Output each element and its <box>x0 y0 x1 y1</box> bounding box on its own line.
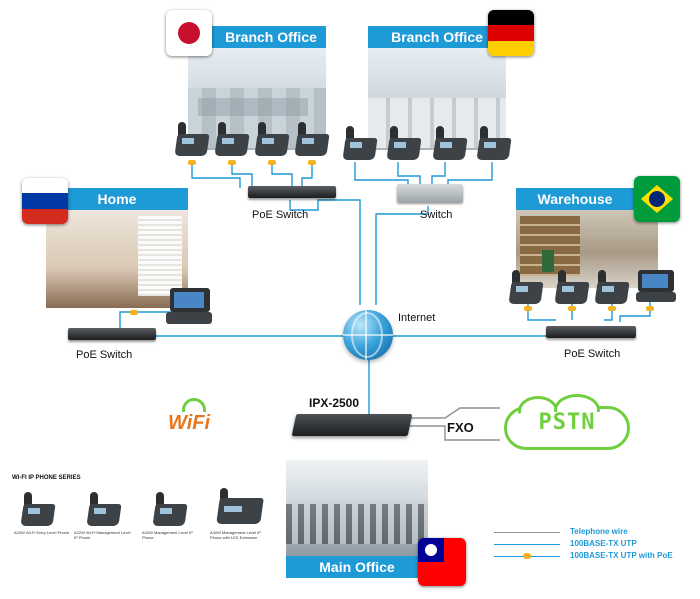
ip-phone-icon <box>216 488 264 524</box>
pbx-label: IPX-2500 <box>309 396 360 410</box>
warehouse-photo <box>516 210 658 288</box>
site-title: Branch Office <box>188 26 326 48</box>
site-title: Branch Office <box>368 26 506 48</box>
ip-phone-icon <box>554 270 590 304</box>
germany-flag-icon <box>488 10 534 56</box>
site-home: Home <box>46 188 188 308</box>
poe-switch-icon <box>68 328 156 340</box>
ip-phone-icon <box>476 126 512 160</box>
ip-phone-icon <box>294 122 330 156</box>
wifi-logo: WiFi <box>168 398 220 442</box>
pstn-cloud: PSTN <box>494 394 640 458</box>
ip-phone-icon <box>20 492 56 526</box>
phone-series-caption: A32W Management Level IP Phone <box>142 530 193 540</box>
ip-phone-icon <box>386 126 422 160</box>
taiwan-flag-icon <box>418 538 466 586</box>
video-phone-icon <box>636 270 676 302</box>
phone-series-item: A40W Management Level IP Phone with LED … <box>208 488 278 548</box>
internet-label: Internet <box>398 312 436 324</box>
poe-switch-icon <box>248 186 336 198</box>
phone-series-caption: A40W Management Level IP Phone with LED … <box>210 530 261 540</box>
legend-line-telephone <box>494 532 560 533</box>
russia-flag-icon <box>22 178 68 224</box>
site-title: Home <box>46 188 188 210</box>
phone-series-item: A22W Wi-Fi Management Level IP Phone <box>74 492 142 542</box>
pbx-device-icon <box>291 414 413 436</box>
poe-switch-label: PoE Switch <box>76 349 133 361</box>
poe-marker-icon <box>523 553 531 559</box>
main-office-photo <box>286 460 428 556</box>
poe-switch-icon <box>546 326 636 338</box>
legend-line-utp <box>494 544 560 545</box>
brazil-flag-icon <box>634 176 680 222</box>
ip-phone-icon <box>152 492 188 526</box>
ip-phone-icon <box>86 492 122 526</box>
wifi-signal-icon <box>182 398 206 412</box>
ip-phone-icon <box>214 122 250 156</box>
video-phone-icon <box>166 288 212 324</box>
ip-phone-icon <box>174 122 210 156</box>
wifi-logo-text: WiFi <box>168 412 211 434</box>
internet-globe-icon <box>343 310 393 360</box>
site-title: Warehouse <box>516 188 658 210</box>
phone-series-item: A20W Wi-Fi Entry Level Phone <box>14 492 72 542</box>
ip-phone-icon <box>594 270 630 304</box>
legend-label: 100BASE-TX UTP <box>570 539 637 548</box>
ip-phone-icon <box>254 122 290 156</box>
site-title: Main Office <box>286 556 428 578</box>
japan-flag-icon <box>166 10 212 56</box>
legend-label: Telephone wire <box>570 527 628 536</box>
legend-label: 100BASE-TX UTP with PoE <box>570 551 673 560</box>
phone-series-item: A32W Management Level IP Phone <box>142 492 208 542</box>
site-warehouse: Warehouse <box>516 188 658 288</box>
switch-label: Switch <box>420 209 453 221</box>
site-main-office: Main Office <box>286 460 428 578</box>
switch-icon <box>397 184 463 202</box>
poe-switch-label: PoE Switch <box>252 209 309 221</box>
legend: Telephone wire 100BASE-TX UTP 100BASE-TX… <box>494 526 694 566</box>
phone-series-caption: A20W Wi-Fi Entry Level Phone <box>14 530 70 535</box>
ip-phone-icon <box>342 126 378 160</box>
fxo-label: FXO <box>447 420 474 435</box>
pstn-label: PSTN <box>538 410 596 435</box>
poe-switch-label: PoE Switch <box>564 348 621 360</box>
home-photo <box>46 210 188 308</box>
phone-series-caption: A22W Wi-Fi Management Level IP Phone <box>74 530 131 540</box>
ip-phone-icon <box>508 270 544 304</box>
phone-series-title: WI-FI IP PHONE SERIES <box>12 475 81 481</box>
ip-phone-icon <box>432 126 468 160</box>
